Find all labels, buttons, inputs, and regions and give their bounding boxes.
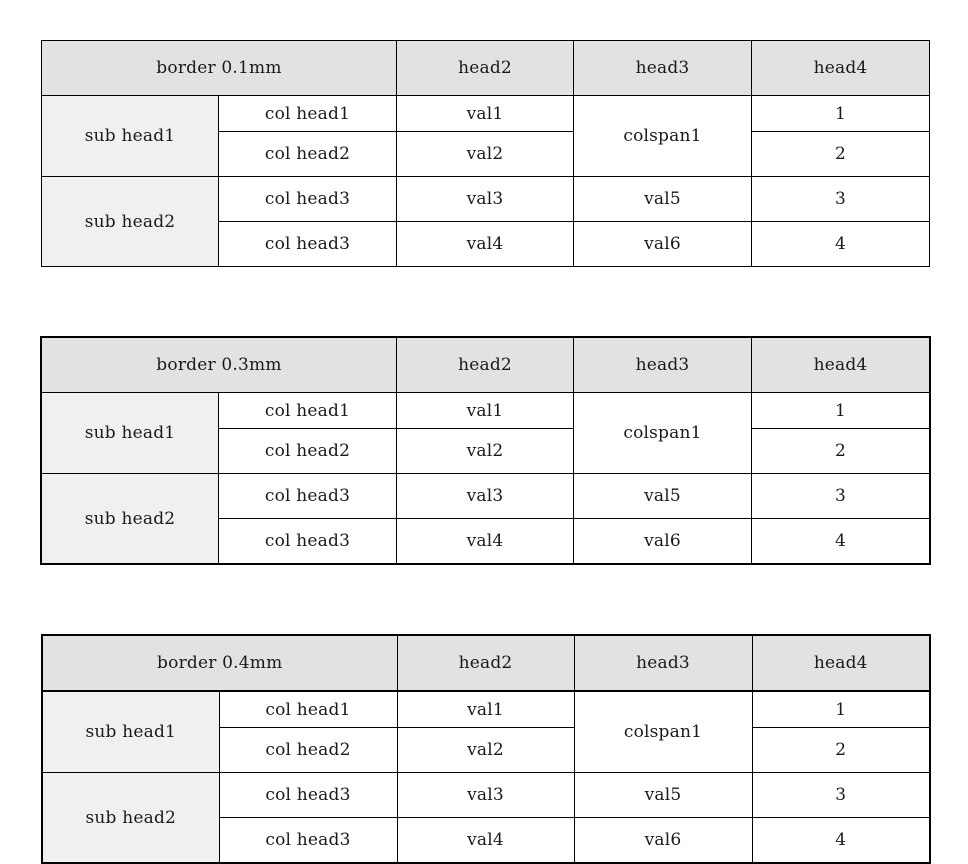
- table-row: col head3 val4 val6 4: [42, 221, 930, 267]
- header-cell-title: border 0.4mm: [41, 634, 398, 692]
- col-head-cell: col head1: [218, 392, 397, 429]
- col-head-cell: col head3: [218, 176, 397, 222]
- col-head-cell: col head2: [218, 428, 397, 474]
- value-cell: val5: [573, 176, 752, 222]
- table-row: sub head2 col head3 val3 val5 3: [41, 473, 930, 564]
- header-cell: head3: [573, 40, 752, 96]
- table-row: col head2 val2 2: [42, 727, 931, 773]
- value-cell: val6: [573, 221, 752, 267]
- col-head-cell: col head3: [218, 473, 397, 519]
- header-cell-title: border 0.3mm: [41, 337, 397, 393]
- table-row: sub head2 col head3 val3 val5 3: [41, 176, 930, 267]
- number-cell: 1: [751, 690, 931, 728]
- number-cell: 2: [751, 727, 931, 773]
- value-cell: val2: [396, 428, 574, 474]
- value-cell: val5: [573, 473, 752, 519]
- col-head-cell: col head2: [218, 727, 398, 773]
- header-cell: head2: [396, 634, 575, 692]
- value-cell: val3: [396, 772, 575, 818]
- value-cell: val1: [396, 95, 574, 132]
- value-cell: val5: [573, 772, 753, 818]
- header-cell: head4: [751, 634, 931, 692]
- col-head-cell: col head2: [218, 131, 397, 177]
- table-row: sub head2 col head3 val3 val5 3: [41, 772, 931, 864]
- table-border-0-1mm: border 0.1mm head2 head3 head4 sub head1…: [41, 40, 930, 267]
- table-header-row: border 0.4mm head2 head3 head4: [41, 634, 931, 692]
- colspan-cell: colspan1: [573, 392, 752, 474]
- number-cell: 4: [751, 817, 931, 864]
- sub-head-cell: sub head1: [41, 95, 219, 177]
- number-cell: 4: [751, 518, 930, 564]
- table-row: sub head1 col head1 val1 colspan1 1: [41, 690, 931, 773]
- table-border-0-3mm: border 0.3mm head2 head3 head4 sub head1…: [40, 336, 931, 565]
- sub-head-cell: sub head1: [41, 392, 219, 474]
- value-cell: val4: [396, 221, 574, 267]
- sub-head-cell: sub head2: [41, 176, 219, 267]
- value-cell: val1: [396, 392, 574, 429]
- value-cell: val2: [396, 727, 575, 773]
- header-cell-title: border 0.1mm: [41, 40, 397, 96]
- colspan-cell: colspan1: [573, 95, 752, 177]
- sub-head-cell: sub head2: [41, 772, 220, 864]
- header-cell: head4: [751, 337, 930, 393]
- number-cell: 2: [751, 131, 930, 177]
- value-cell: val3: [396, 176, 574, 222]
- table-header-row: border 0.1mm head2 head3 head4: [41, 40, 930, 96]
- number-cell: 3: [751, 473, 930, 519]
- value-cell: val2: [396, 131, 574, 177]
- table-row: sub head1 col head1 val1 colspan1 1: [41, 95, 930, 177]
- value-cell: val4: [396, 518, 574, 564]
- table-border-0-4mm: border 0.4mm head2 head3 head4 sub head1…: [41, 634, 931, 864]
- header-cell: head4: [751, 40, 930, 96]
- header-cell: head2: [396, 40, 574, 96]
- number-cell: 1: [751, 392, 930, 429]
- value-cell: val1: [396, 690, 575, 728]
- number-cell: 2: [751, 428, 930, 474]
- col-head-cell: col head1: [218, 95, 397, 132]
- col-head-cell: col head3: [218, 221, 397, 267]
- table-row: col head2 val2 2: [42, 428, 930, 474]
- number-cell: 3: [751, 772, 931, 818]
- col-head-cell: col head3: [218, 518, 397, 564]
- number-cell: 3: [751, 176, 930, 222]
- value-cell: val6: [573, 817, 753, 864]
- header-cell: head2: [396, 337, 574, 393]
- sub-head-cell: sub head2: [41, 473, 219, 564]
- col-head-cell: col head3: [218, 772, 398, 818]
- table-header-row: border 0.3mm head2 head3 head4: [41, 337, 930, 393]
- value-cell: val3: [396, 473, 574, 519]
- value-cell: val6: [573, 518, 752, 564]
- col-head-cell: col head3: [218, 817, 398, 864]
- table-row: col head3 val4 val6 4: [42, 518, 930, 564]
- col-head-cell: col head1: [218, 690, 398, 728]
- number-cell: 4: [751, 221, 930, 267]
- header-cell: head3: [573, 634, 753, 692]
- header-cell: head3: [573, 337, 752, 393]
- table-row: col head2 val2 2: [42, 131, 930, 177]
- sub-head-cell: sub head1: [41, 690, 220, 773]
- table-row: sub head1 col head1 val1 colspan1 1: [41, 392, 930, 474]
- value-cell: val4: [396, 817, 575, 864]
- colspan-cell: colspan1: [573, 690, 753, 773]
- number-cell: 1: [751, 95, 930, 132]
